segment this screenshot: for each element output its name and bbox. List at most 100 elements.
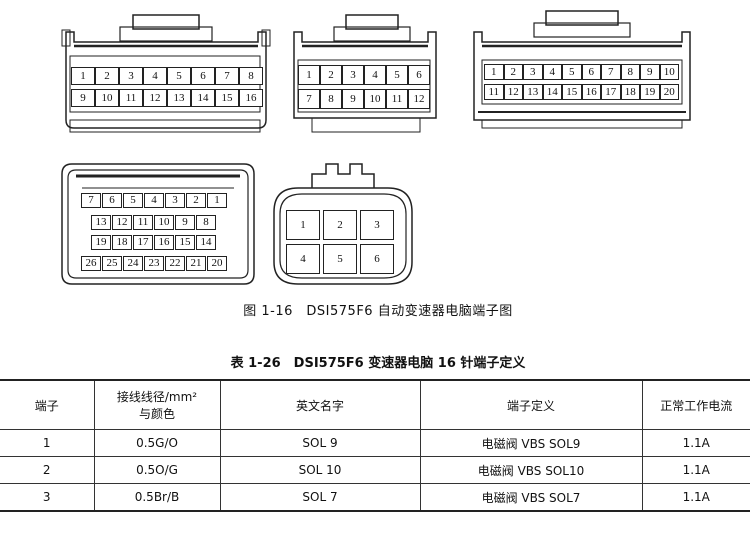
pin-c16-10: 10 bbox=[95, 89, 119, 107]
table-row: 1 0.5G/O SOL 9 电磁阀 VBS SOL9 1.1A bbox=[0, 429, 750, 457]
connector-16-pin bbox=[58, 12, 273, 137]
pin-c26-2: 2 bbox=[186, 193, 206, 208]
connector-6-pin bbox=[268, 160, 418, 288]
pin-c26-8: 8 bbox=[196, 215, 216, 230]
pin-c26-16: 16 bbox=[154, 235, 174, 250]
pin-c20-7: 7 bbox=[601, 64, 621, 80]
table-row: 2 0.5O/G SOL 10 电磁阀 VBS SOL10 1.1A bbox=[0, 456, 750, 484]
pin-c20-6: 6 bbox=[581, 64, 601, 80]
pin-c26-23: 23 bbox=[144, 256, 164, 271]
pin-c20-15: 15 bbox=[562, 84, 582, 100]
cell-definition: 电磁阀 VBS SOL9 bbox=[419, 429, 643, 457]
pin-c16-7: 7 bbox=[215, 67, 239, 85]
pin-c20-5: 5 bbox=[562, 64, 582, 80]
pin-c26-14: 14 bbox=[196, 235, 216, 250]
connector-12-pin bbox=[286, 12, 441, 137]
cell-current: 1.1A bbox=[641, 456, 750, 484]
pin-c12-1: 1 bbox=[298, 65, 320, 85]
connector-20-outline bbox=[473, 10, 691, 129]
pin-c26-24: 24 bbox=[123, 256, 143, 271]
pin-c26-13: 13 bbox=[91, 215, 111, 230]
pin-c20-19: 19 bbox=[640, 84, 660, 100]
pin-c20-8: 8 bbox=[620, 64, 640, 80]
pin-c16-13: 13 bbox=[167, 89, 191, 107]
pin-c6-6: 6 bbox=[360, 244, 394, 274]
pin-c6-5: 5 bbox=[323, 244, 357, 274]
cell-terminal: 1 bbox=[0, 429, 95, 457]
cell-wire: 0.5Br/B bbox=[93, 483, 221, 512]
pin-c6-1: 1 bbox=[286, 210, 320, 240]
pin-c26-18: 18 bbox=[112, 235, 132, 250]
cell-definition: 电磁阀 VBS SOL10 bbox=[419, 456, 643, 484]
pin-c16-8: 8 bbox=[239, 67, 263, 85]
pin-c12-9: 9 bbox=[342, 89, 364, 109]
pin-c26-9: 9 bbox=[175, 215, 195, 230]
pin-c16-3: 3 bbox=[119, 67, 143, 85]
pin-c26-17: 17 bbox=[133, 235, 153, 250]
header-wire-line2: 与颜色 bbox=[138, 407, 175, 421]
pin-c26-6: 6 bbox=[102, 193, 122, 208]
pin-c26-1: 1 bbox=[207, 193, 227, 208]
pin-c16-1: 1 bbox=[71, 67, 95, 85]
pin-c26-25: 25 bbox=[102, 256, 122, 271]
pin-c12-6: 6 bbox=[408, 65, 430, 85]
header-definition: 端子定义 bbox=[419, 379, 643, 430]
pin-c26-12: 12 bbox=[112, 215, 132, 230]
pin-c20-18: 18 bbox=[620, 84, 640, 100]
pin-c12-5: 5 bbox=[386, 65, 408, 85]
pin-c16-5: 5 bbox=[167, 67, 191, 85]
cell-wire: 0.5O/G bbox=[93, 456, 221, 484]
pin-c26-5: 5 bbox=[123, 193, 143, 208]
pin-c16-2: 2 bbox=[95, 67, 119, 85]
cell-terminal: 2 bbox=[0, 456, 95, 484]
pin-c16-15: 15 bbox=[215, 89, 239, 107]
cell-name: SOL 7 bbox=[219, 483, 421, 512]
pin-c20-2: 2 bbox=[503, 64, 523, 80]
cell-wire: 0.5G/O bbox=[93, 429, 221, 457]
header-english-name: 英文名字 bbox=[219, 379, 421, 430]
pin-c16-12: 12 bbox=[143, 89, 167, 107]
connector-16-outline bbox=[61, 14, 271, 133]
pin-c20-4: 4 bbox=[542, 64, 562, 80]
connector-12-outline bbox=[293, 14, 437, 133]
table-title: 表 1-26 DSI575F6 变速器电脑 16 针端子定义 bbox=[230, 356, 526, 371]
connector-26-pin bbox=[58, 160, 258, 288]
cell-current: 1.1A bbox=[641, 483, 750, 512]
pin-c26-19: 19 bbox=[91, 235, 111, 250]
pin-c6-4: 4 bbox=[286, 244, 320, 274]
pin-c16-16: 16 bbox=[239, 89, 263, 107]
pin-c20-9: 9 bbox=[640, 64, 660, 80]
pin-c12-7: 7 bbox=[298, 89, 320, 109]
pin-c26-15: 15 bbox=[175, 235, 195, 250]
pin-c20-16: 16 bbox=[581, 84, 601, 100]
pin-c6-3: 3 bbox=[360, 210, 394, 240]
pin-c12-4: 4 bbox=[364, 65, 386, 85]
pin-c20-13: 13 bbox=[523, 84, 543, 100]
pin-c12-10: 10 bbox=[364, 89, 386, 109]
pin-c16-14: 14 bbox=[191, 89, 215, 107]
cell-terminal: 3 bbox=[0, 483, 95, 512]
header-current: 正常工作电流 bbox=[641, 379, 750, 430]
pin-c26-3: 3 bbox=[165, 193, 185, 208]
pin-c26-22: 22 bbox=[165, 256, 185, 271]
pin-c12-12: 12 bbox=[408, 89, 430, 109]
pin-c20-17: 17 bbox=[601, 84, 621, 100]
pin-c20-10: 10 bbox=[659, 64, 679, 80]
connector-6-outline bbox=[273, 163, 413, 285]
table-row: 3 0.5Br/B SOL 7 电磁阀 VBS SOL7 1.1A bbox=[0, 483, 750, 512]
header-terminal: 端子 bbox=[0, 379, 95, 430]
pin-c26-26: 26 bbox=[81, 256, 101, 271]
pin-c20-1: 1 bbox=[484, 64, 504, 80]
pin-c16-6: 6 bbox=[191, 67, 215, 85]
pin-c26-4: 4 bbox=[144, 193, 164, 208]
pin-c20-11: 11 bbox=[484, 84, 504, 100]
pin-c16-9: 9 bbox=[71, 89, 95, 107]
pin-c26-7: 7 bbox=[81, 193, 101, 208]
pin-c20-20: 20 bbox=[659, 84, 679, 100]
cell-current: 1.1A bbox=[641, 429, 750, 457]
connector-20-pin bbox=[468, 8, 698, 133]
pin-c26-20: 20 bbox=[207, 256, 227, 271]
pin-c26-21: 21 bbox=[186, 256, 206, 271]
